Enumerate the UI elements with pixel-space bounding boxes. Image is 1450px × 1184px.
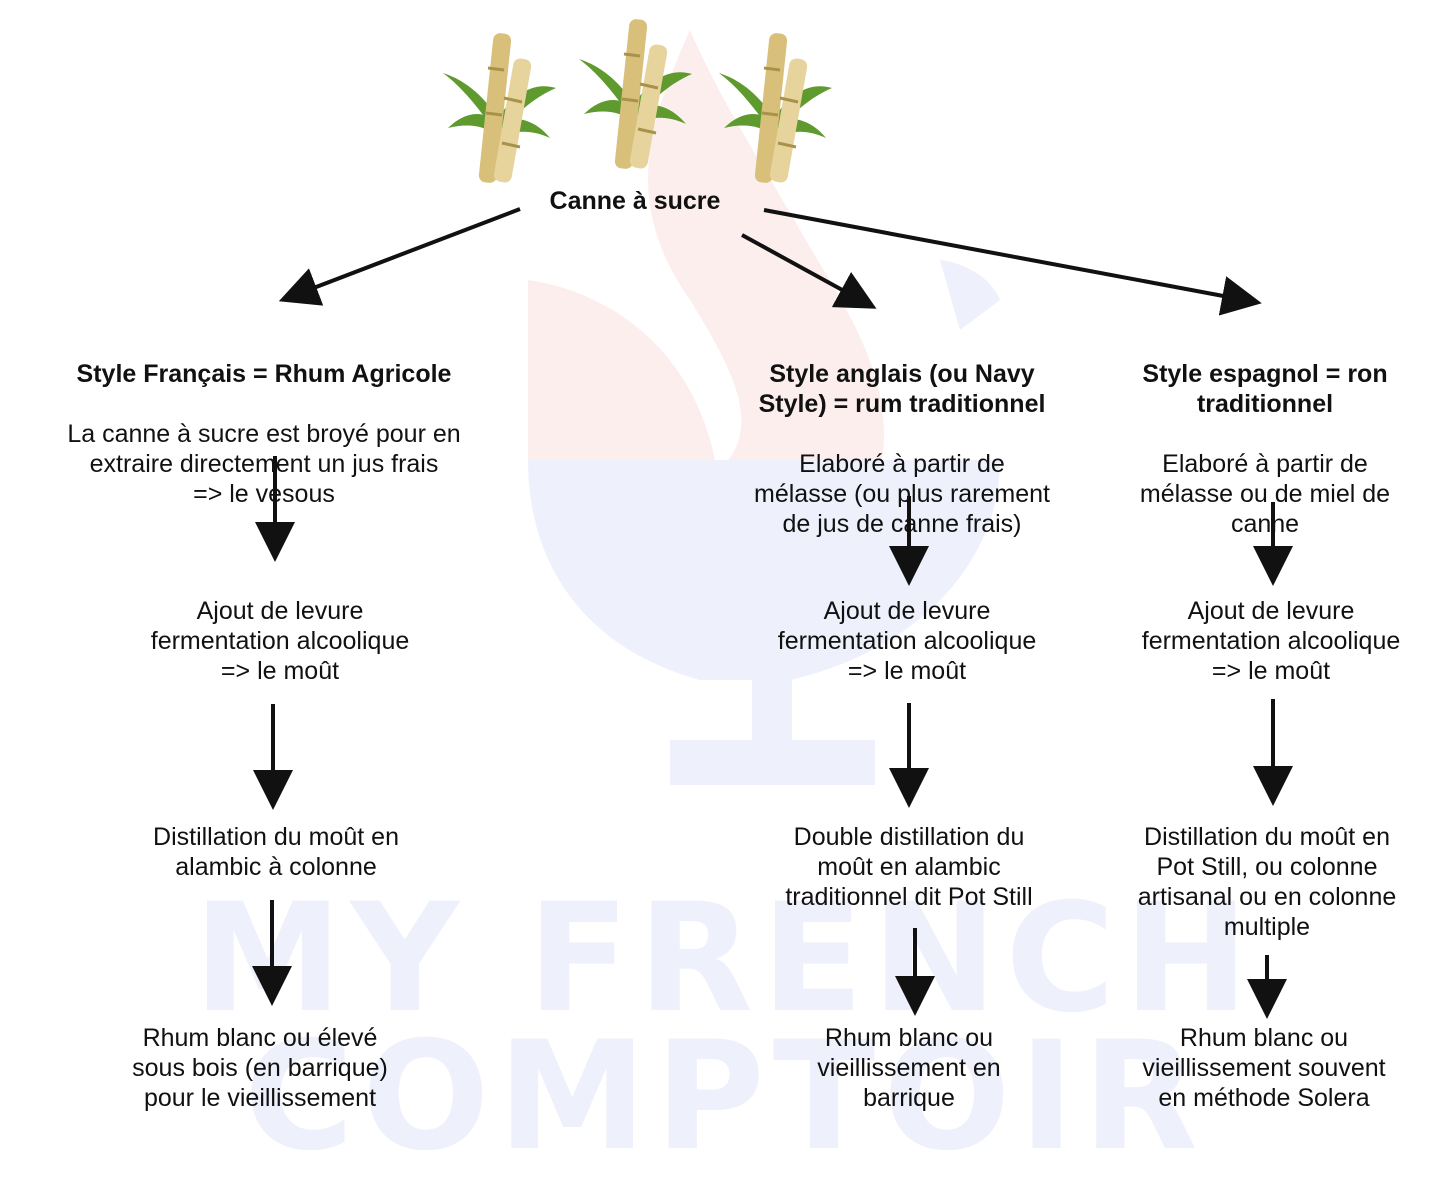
english-distillation-node: Double distillation du moût en alambic t… xyxy=(785,823,1033,911)
french-style-node: Style Français = Rhum Agricole La canne … xyxy=(36,329,492,509)
spanish-result-node: Rhum blanc ou vieillissement souvent en … xyxy=(1142,1024,1386,1112)
spanish-style-node: Style espagnol = ron traditionnel Elabor… xyxy=(1110,329,1420,539)
french-style-description: La canne à sucre est broyé pour en extra… xyxy=(67,420,461,508)
arrow-root-to-french xyxy=(278,207,521,306)
sugarcane-icon xyxy=(719,33,832,183)
watermark-accent xyxy=(940,260,1000,330)
watermark-line-2: COMPTOIR xyxy=(244,1010,1206,1184)
spanish-distillation-node: Distillation du moût en Pot Still, ou co… xyxy=(1137,823,1397,941)
english-style-title: Style anglais (ou Navy Style) = rum trad… xyxy=(758,360,1046,418)
arrow-root-to-english xyxy=(741,233,877,309)
english-style-description: Elaboré à partir de mélasse (ou plus rar… xyxy=(754,450,1050,538)
sugarcane-icon xyxy=(443,33,556,183)
spanish-style-description: Elaboré à partir de mélasse ou de miel d… xyxy=(1139,450,1391,538)
sugarcane-icon xyxy=(579,19,692,169)
watermark-base xyxy=(670,740,875,785)
english-fermentation-node: Ajout de levure fermentation alcoolique … xyxy=(777,597,1037,685)
french-fermentation-node: Ajout de levure fermentation alcoolique … xyxy=(150,597,410,685)
french-result-node: Rhum blanc ou élevé sous bois (en barriq… xyxy=(132,1024,388,1112)
english-style-node: Style anglais (ou Navy Style) = rum trad… xyxy=(720,329,1084,539)
watermark-bowl xyxy=(528,460,1000,680)
spanish-style-title: Style espagnol = ron traditionnel xyxy=(1142,360,1388,418)
arrow-root-to-spanish xyxy=(763,208,1262,316)
watermark-line-1: MY FRENCH xyxy=(193,872,1257,1046)
spanish-fermentation-node: Ajout de levure fermentation alcoolique … xyxy=(1141,597,1401,685)
watermark-left-wing xyxy=(528,280,715,460)
watermark-stem xyxy=(752,680,792,750)
root-node: Canne à sucre xyxy=(549,187,721,215)
french-distillation-node: Distillation du moût en alambic à colonn… xyxy=(153,823,399,881)
english-result-node: Rhum blanc ou vieillissement en barrique xyxy=(817,1024,1001,1112)
french-style-title: Style Français = Rhum Agricole xyxy=(76,360,452,388)
